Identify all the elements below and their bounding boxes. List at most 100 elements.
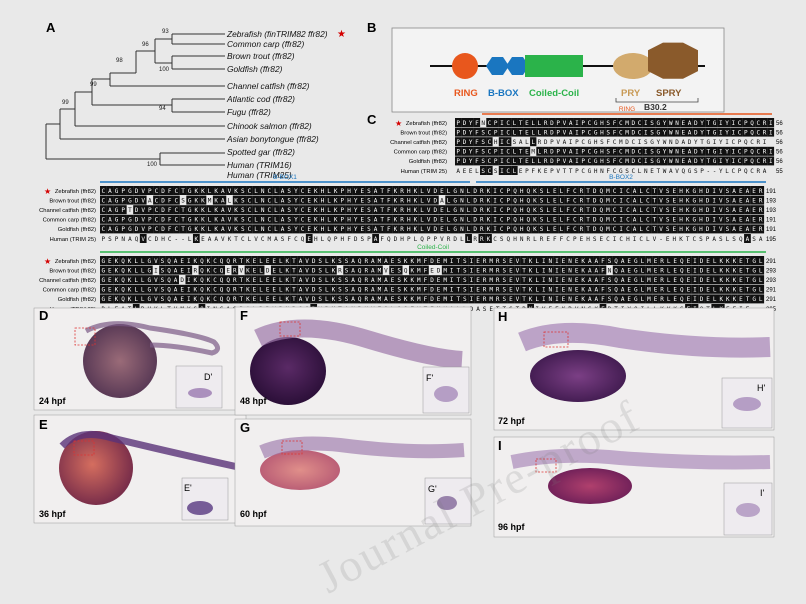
residue-bg <box>389 275 396 285</box>
residue: C <box>506 139 510 146</box>
residue: D <box>266 267 270 274</box>
residue: K <box>533 197 537 204</box>
residue: S <box>338 258 342 265</box>
residue: E <box>739 217 743 224</box>
residue-bg <box>352 186 360 195</box>
residue-bg <box>498 205 506 215</box>
residue: E <box>108 287 112 294</box>
residue: L <box>279 287 283 294</box>
residue: C <box>631 139 635 146</box>
residue-bg <box>593 256 600 265</box>
residue-bg <box>473 127 481 137</box>
residue: V <box>305 267 309 274</box>
alignment-row-name: Zebrafish (ffr82) <box>55 259 96 265</box>
residue: E <box>476 287 480 294</box>
residue-bg <box>153 186 160 195</box>
alignment-end-number: 191 <box>766 218 777 224</box>
residue: V <box>305 258 309 265</box>
residue: Y <box>469 139 473 146</box>
residue: G <box>713 149 717 156</box>
residue: S <box>345 287 349 294</box>
residue: K <box>286 296 290 303</box>
residue: D <box>550 129 554 136</box>
residue-bg <box>730 156 737 166</box>
residue-bg <box>527 284 535 294</box>
residue: I <box>493 197 497 204</box>
residue: M <box>378 287 382 294</box>
residue: A <box>476 306 480 313</box>
residue: H <box>520 226 524 233</box>
residue-bg <box>657 205 665 215</box>
residue: D <box>706 226 710 233</box>
residue: R <box>364 287 368 294</box>
residue-bg <box>244 256 252 265</box>
residue: C <box>626 197 630 204</box>
residue: P <box>573 236 577 243</box>
residue: I <box>575 149 579 156</box>
residue: P <box>738 139 742 146</box>
residue: V <box>563 129 567 136</box>
residue: L <box>713 267 717 274</box>
residue-bg <box>473 137 481 147</box>
residue-bg <box>642 156 650 166</box>
residue-bg <box>611 195 619 205</box>
residue-bg <box>372 186 379 195</box>
residue: K <box>686 226 690 233</box>
residue-bg <box>625 294 633 304</box>
residue: F <box>601 258 605 265</box>
residue: Y <box>694 139 698 146</box>
residue: D <box>312 296 316 303</box>
residue: E <box>469 168 473 175</box>
residue: S <box>397 267 401 274</box>
residue-bg <box>139 265 147 275</box>
residue-bg <box>332 195 340 205</box>
residue-bg <box>540 275 548 285</box>
residue: K <box>581 267 585 274</box>
residue-bg <box>498 224 506 234</box>
yolk-g <box>260 450 340 490</box>
residue: P <box>744 158 748 165</box>
residue-bg <box>598 186 605 195</box>
residue-bg <box>468 275 475 285</box>
residue: K <box>404 277 408 284</box>
residue: D <box>161 197 165 204</box>
residue-bg <box>571 195 579 205</box>
residue: I <box>493 226 497 233</box>
residue: C <box>738 129 742 136</box>
residue: H <box>407 197 411 204</box>
residue: D <box>550 158 554 165</box>
residue-bg <box>478 195 486 205</box>
residue: K <box>115 287 119 294</box>
residue-bg <box>531 214 539 224</box>
residue: I <box>575 129 579 136</box>
residue-bg <box>711 256 719 265</box>
residue-bg <box>704 186 711 195</box>
residue-bg <box>126 275 133 285</box>
residue: E <box>666 236 670 243</box>
alignment-end-number: 56 <box>776 159 783 165</box>
residue-bg <box>445 224 453 234</box>
residue: R <box>364 277 368 284</box>
residue: L <box>538 120 542 127</box>
residue-bg <box>441 294 449 304</box>
alignment-row-name: Channel catfish (ffr82) <box>39 278 96 284</box>
residue-bg <box>678 265 686 275</box>
residue-bg <box>655 118 662 127</box>
residue-bg <box>579 265 587 275</box>
residue-bg <box>218 256 226 265</box>
residue: Q <box>680 258 684 265</box>
residue-bg <box>485 186 492 195</box>
residue-bg <box>159 294 166 304</box>
residue: K <box>679 236 683 243</box>
residue: I <box>732 120 736 127</box>
residue-bg <box>461 127 468 137</box>
residue: A <box>384 277 388 284</box>
residue: E <box>272 296 276 303</box>
residue-bg <box>671 214 678 224</box>
residue: D <box>135 188 139 195</box>
residue: Q <box>739 236 743 243</box>
residue: C <box>261 236 265 243</box>
residue-bg <box>511 146 518 156</box>
ring-domain-shape <box>452 53 478 79</box>
residue: G <box>752 277 756 284</box>
